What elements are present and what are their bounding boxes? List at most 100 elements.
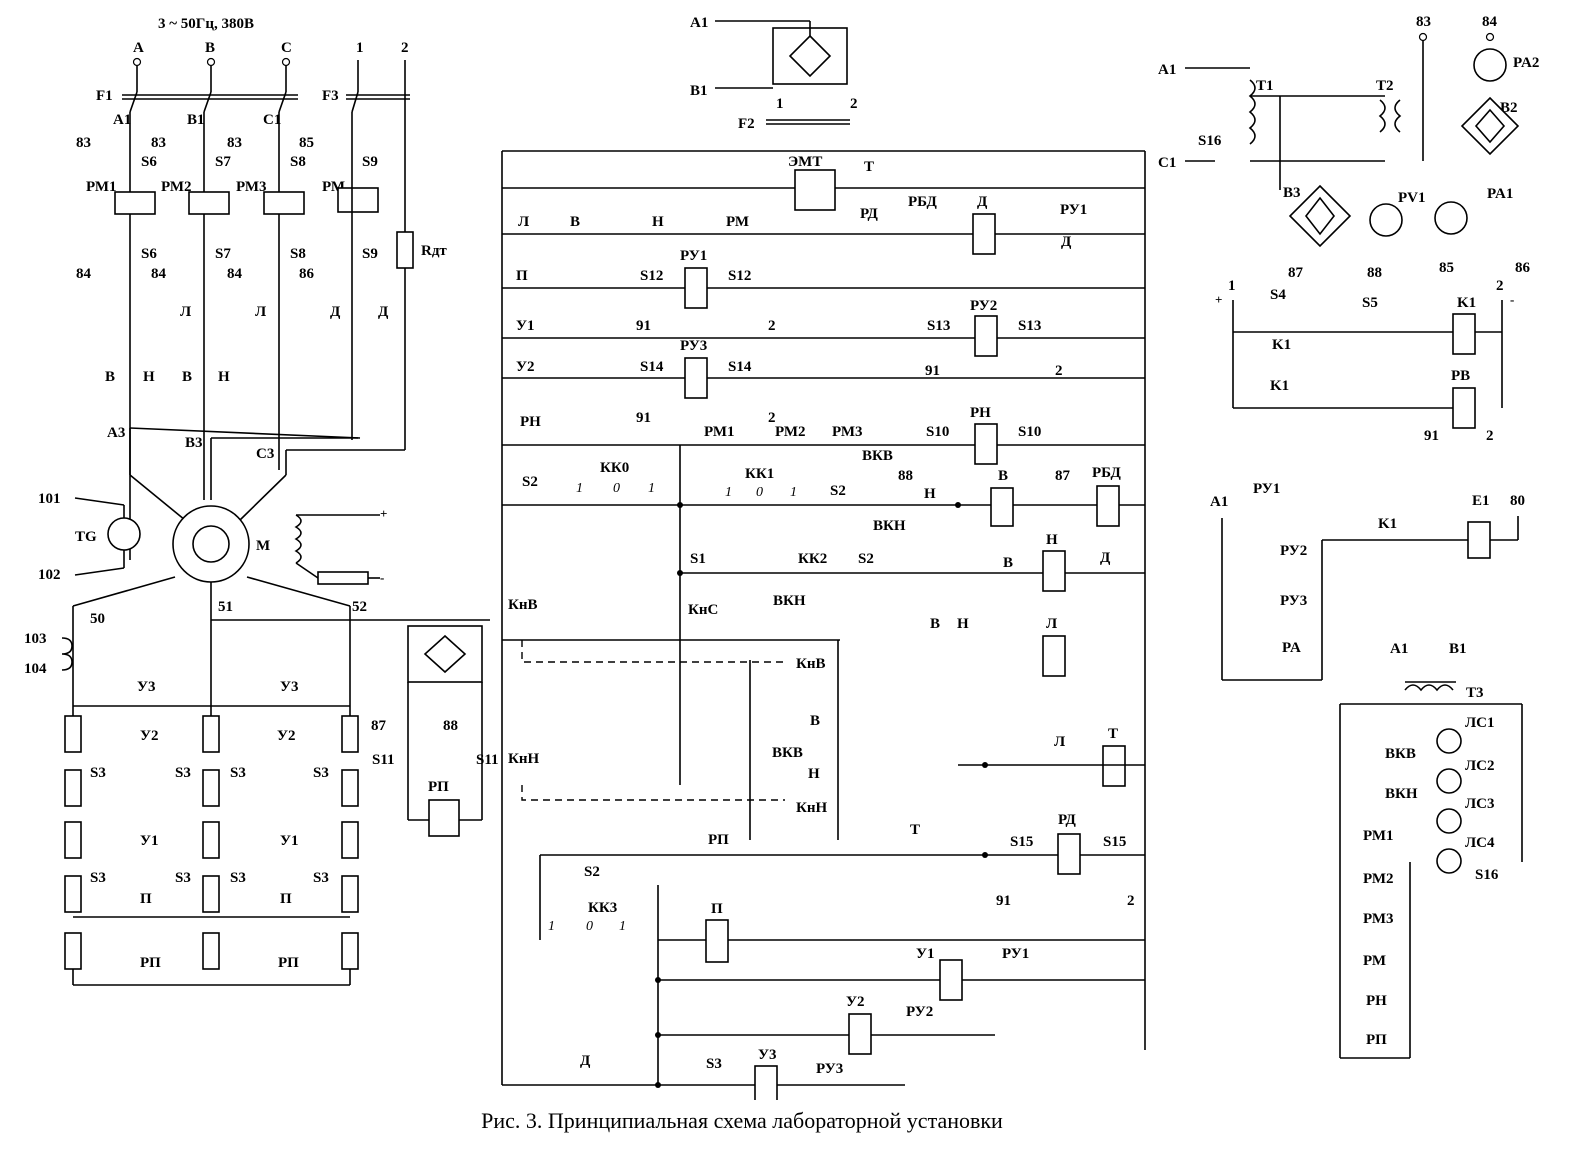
s3-a: S3 [90, 765, 106, 781]
l-contact-2: Л [255, 304, 266, 320]
meter-84: 84 [1482, 14, 1498, 30]
n84-a: 84 [76, 266, 92, 282]
n52-label: 52 [352, 599, 367, 615]
k1-2: 2 [1496, 278, 1504, 294]
supply-label: 3 ~ 50Гц, 380В [158, 16, 254, 32]
rung6-87: 87 [1055, 468, 1071, 484]
n-contact-low: Н [808, 766, 820, 782]
rung3-p: П [516, 268, 528, 284]
n85-label: 85 [299, 135, 314, 151]
rung2-l: Л [518, 214, 529, 230]
k1-contact-1: K1 [1272, 337, 1291, 353]
s6-label: S6 [141, 154, 157, 170]
rp-rotor-1: РП [140, 955, 161, 971]
dc-1-label: 1 [356, 40, 364, 56]
n83-a: 83 [76, 135, 91, 151]
rung4-2: 2 [1055, 363, 1063, 379]
f1-label: F1 [96, 88, 113, 104]
b1-top: B1 [690, 83, 708, 99]
kns-label: КнС [688, 602, 718, 618]
s3-bottom: S3 [706, 1056, 722, 1072]
rung4-u1: У1 [516, 318, 535, 334]
rung7-vkv: ВКВ [862, 448, 893, 464]
n-coil-label: Н [1046, 532, 1058, 548]
s8-label-2: S8 [290, 246, 306, 262]
u3-rotor-2: У3 [280, 679, 299, 695]
power-circuit: 3 ~ 50Гц, 380В A B C F1 A1 B1 C1 83 83 8… [24, 16, 499, 986]
s9-label: S9 [362, 154, 378, 170]
rung5-2: 2 [768, 410, 776, 426]
meter-c1: C1 [1158, 155, 1176, 171]
lamp-rn: РН [1366, 993, 1387, 1009]
n-contact-2: Н [218, 369, 230, 385]
meter-83: 83 [1416, 14, 1431, 30]
e1-pa: PA [1282, 640, 1301, 656]
kk3-pos0: 0 [586, 919, 593, 934]
ls2-label: ЛС2 [1465, 758, 1495, 774]
field-plus: + [380, 506, 387, 521]
lamp-rm2: РМ2 [1363, 871, 1394, 887]
u3-rotor-1: У3 [137, 679, 156, 695]
n87-left: 87 [371, 718, 387, 734]
rdt-label: Rдт [421, 243, 447, 259]
measurement-circuit: A1 C1 S16 T1 T2 83 84 PA2 B2 PA1 85 86 B… [1158, 14, 1539, 1059]
rung4-s13-b: S13 [1018, 318, 1041, 334]
v-contact-1: В [105, 369, 115, 385]
ru1-contact: РУ1 [1002, 946, 1029, 962]
f2-label: F2 [738, 116, 755, 132]
b1-out-2: 2 [850, 96, 858, 112]
meter-a1: A1 [1158, 62, 1176, 78]
rung5-u2: У2 [516, 359, 535, 375]
f3-label: F3 [322, 88, 339, 104]
n-contact-1: Н [143, 369, 155, 385]
rp-rotor-2: РП [278, 955, 299, 971]
lamp-vkn: ВКН [1385, 786, 1418, 802]
meter-86: 86 [1515, 260, 1531, 276]
vkv-label-2: ВКВ [772, 745, 803, 761]
l-contact-t: Л [1054, 734, 1065, 750]
vkn-label-2: ВКН [773, 593, 806, 609]
d-contact-1: Д [330, 304, 341, 320]
meter-88: 88 [1367, 265, 1382, 281]
meter-85: 85 [1439, 260, 1454, 276]
rv-label: РВ [1451, 368, 1470, 384]
rp-coil-label: РП [428, 779, 449, 795]
rung7-s2: S2 [522, 474, 538, 490]
e1-ru3: РУ3 [1280, 593, 1307, 609]
e1-a1: A1 [1210, 494, 1228, 510]
kk3-pos1b: 1 [619, 919, 626, 934]
knn-label: КнН [508, 751, 540, 767]
v-contact-low: В [810, 713, 820, 729]
s3-e: S3 [90, 870, 106, 886]
c3-label: C3 [256, 446, 274, 462]
k1-1: 1 [1228, 278, 1236, 294]
u1-rotor-2: У1 [280, 833, 299, 849]
terminal-b-label: B [205, 40, 215, 56]
rung2-d-contact: Д [1061, 234, 1072, 250]
rung6-rm2: РМ2 [775, 424, 806, 440]
lamp-vkv: ВКВ [1385, 746, 1416, 762]
n86-label: 86 [299, 266, 315, 282]
rm2-label: РМ2 [161, 179, 192, 195]
n103-label: 103 [24, 631, 47, 647]
v-contact-2: В [182, 369, 192, 385]
rung6-rn: РН [520, 414, 541, 430]
s7-label: S7 [215, 154, 231, 170]
lamp-a1: A1 [1390, 641, 1408, 657]
tacho-label: TG [75, 529, 97, 545]
b1-label: B1 [187, 112, 205, 128]
kk0-pos1a: 1 [576, 481, 583, 496]
n84-b: 84 [151, 266, 167, 282]
rung4-s13-a: S13 [927, 318, 950, 334]
n101-label: 101 [38, 491, 61, 507]
u3-coil-label: У3 [758, 1047, 777, 1063]
kk1-pos0: 0 [756, 485, 763, 500]
u2-rotor-1: У2 [140, 728, 159, 744]
v-coil-label: В [998, 468, 1008, 484]
a1-top: A1 [690, 15, 708, 31]
lamp-b1: B1 [1449, 641, 1467, 657]
kk1-label: КК1 [745, 466, 774, 482]
s15-2: 2 [1127, 893, 1135, 909]
kk2-label: КК2 [798, 551, 827, 567]
